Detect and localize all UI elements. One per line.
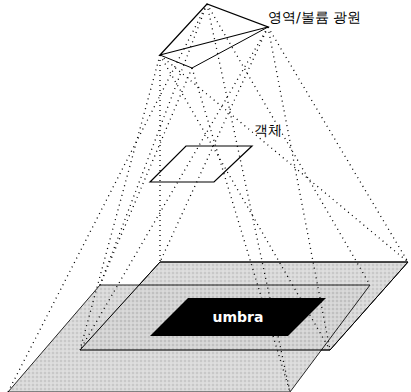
umbra-region: umbra <box>150 298 326 336</box>
label: 영역/볼륨 광원 <box>268 9 361 27</box>
region-label: umbra <box>150 309 326 325</box>
label: 객체 <box>254 122 282 140</box>
